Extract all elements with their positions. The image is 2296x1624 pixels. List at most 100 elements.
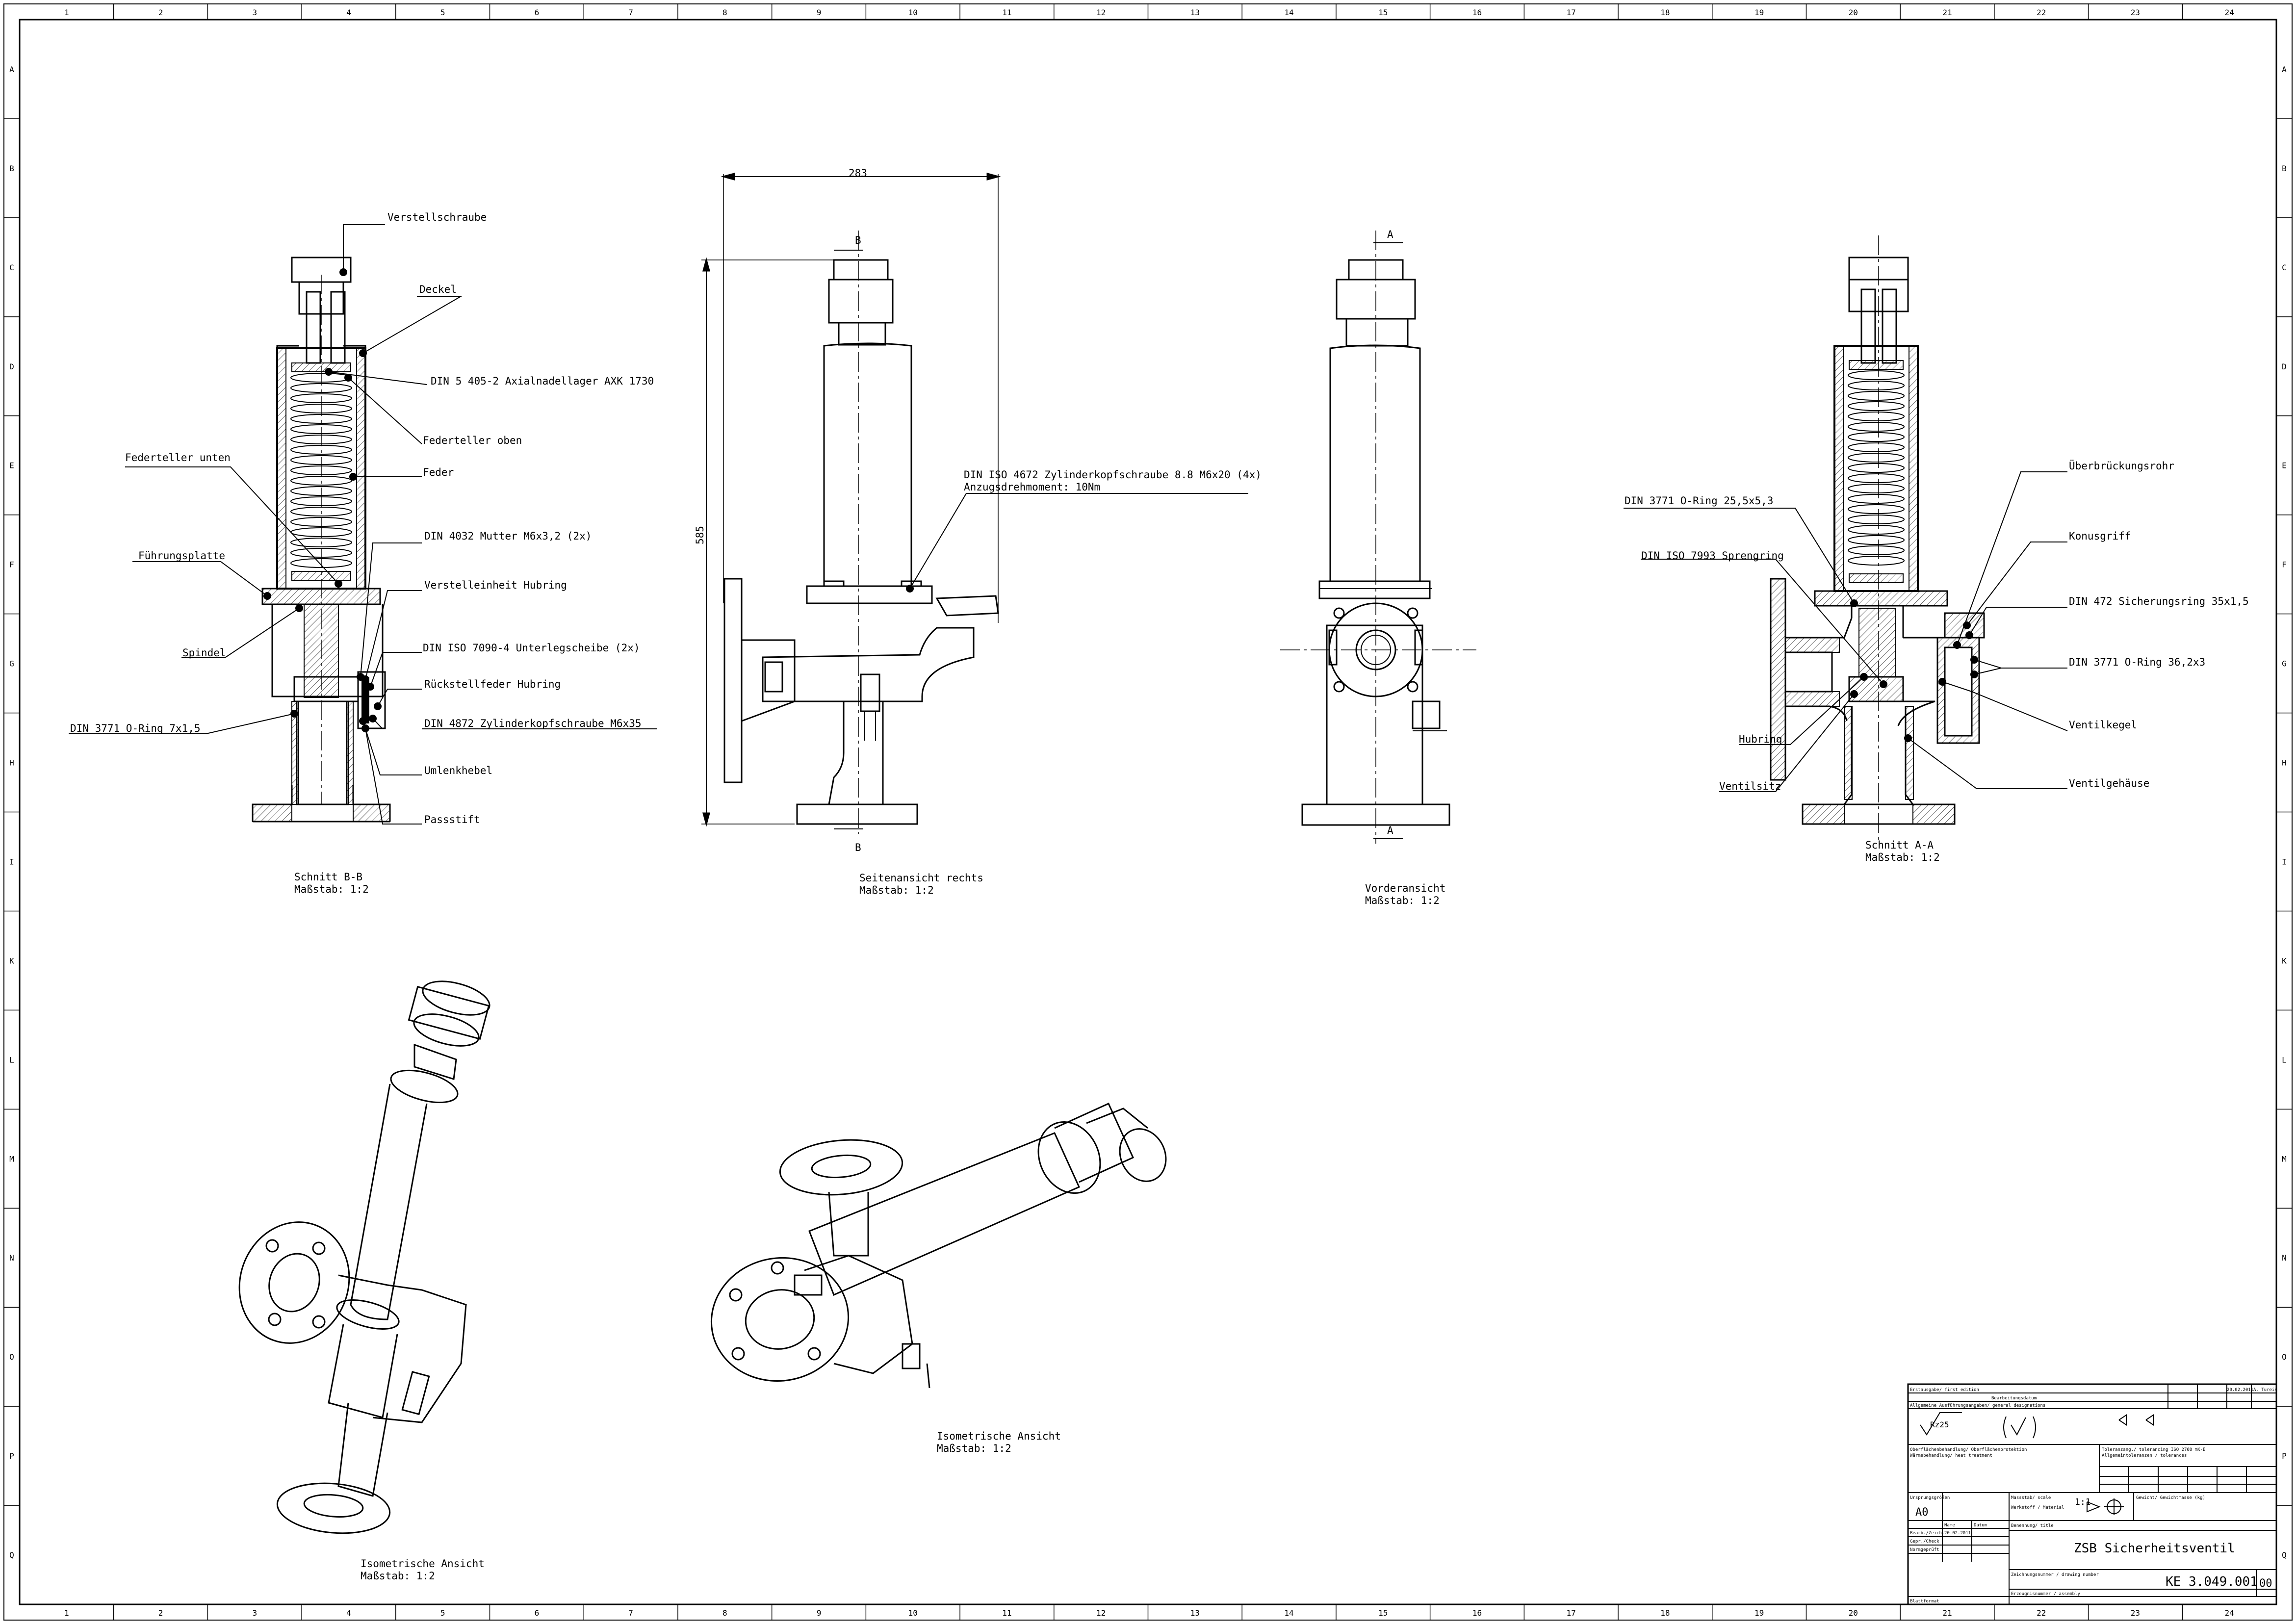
zone-row-right-P: P	[2282, 1451, 2287, 1461]
label-unterlegscheibe: DIN ISO 7090-4 Unterlegscheibe (2x)	[423, 642, 640, 654]
tb-material-label: Werkstoff / Material	[2011, 1505, 2064, 1510]
tb-tolerancing: Toleranzang./ tolerancing ISO 2768 mK-E	[2102, 1447, 2205, 1452]
zone-col-bottom-11: 11	[1002, 1608, 1011, 1618]
tb-ursprungsgroessen: Ursprungsgrößen	[1910, 1495, 1950, 1500]
zone-col-bottom-23: 23	[2131, 1608, 2140, 1618]
zone-col-top-24: 24	[2225, 8, 2234, 17]
label-federteller-unten: Federteller unten	[125, 452, 231, 464]
zone-col-bottom-21: 21	[1942, 1608, 1952, 1618]
tb-gepr: Gepr./Check	[1910, 1539, 1939, 1544]
spring-coil	[1848, 442, 1905, 452]
spring-coil	[1848, 422, 1905, 432]
label-o-ring-25: DIN 3771 O-Ring 25,5x5,3	[1625, 495, 1773, 507]
label-deckel: Deckel	[419, 284, 457, 295]
labels-bb: Verstellschraube Deckel DIN 5 405-2 Axia…	[70, 211, 654, 895]
spring-coil	[1848, 370, 1905, 380]
zone-col-bottom-16: 16	[1472, 1608, 1482, 1618]
spring-coil	[1848, 525, 1905, 535]
zone-row-left-C: C	[9, 263, 14, 272]
side-view	[701, 173, 1001, 834]
zone-col-bottom-10: 10	[908, 1608, 918, 1618]
tb-drawing-number-label: Zeichnungsnummer / drawing number	[2011, 1572, 2099, 1577]
zone-row-right-E: E	[2282, 461, 2287, 470]
zone-col-bottom-7: 7	[628, 1608, 633, 1618]
zone-row-right-G: G	[2282, 659, 2287, 669]
leaders-bb	[69, 224, 657, 825]
tb-assembly-label: Erzeugnisnummer / assembly	[2011, 1592, 2080, 1597]
label-zylinderkopfschraube: DIN 4872 Zylinderkopfschraube M6x35	[424, 718, 642, 729]
zone-row-right-B: B	[2282, 164, 2287, 173]
zone-col-bottom-14: 14	[1284, 1608, 1293, 1618]
tb-weight-label: Gewicht/ Gewichtmasse (kg)	[2136, 1495, 2205, 1500]
tb-date-col: Datum	[1974, 1523, 1987, 1528]
zone-row-left-I: I	[9, 857, 14, 866]
label-konusgriff: Konusgriff	[2069, 530, 2131, 542]
zone-col-bottom-15: 15	[1378, 1608, 1388, 1618]
view-title-side: Seitenansicht rechts	[859, 872, 983, 884]
zone-col-bottom-24: 24	[2225, 1608, 2234, 1618]
label-rueckstellfeder: Rückstellfeder Hubring	[424, 678, 561, 690]
zone-col-top-13: 13	[1190, 8, 1200, 17]
zone-row-left-G: G	[9, 659, 14, 669]
label-sprengring: DIN ISO 7993 Sprengring	[1641, 550, 1784, 562]
tb-bearbeitungsdatum: Bearbeitungsdatum	[1991, 1396, 2037, 1401]
zone-row-right-D: D	[2282, 362, 2287, 371]
tb-bearb: Bearb./Zeich.	[1910, 1531, 1944, 1536]
labels-side: 283 585 B B DIN ISO 4672 Zylinderkopfsch…	[694, 167, 1262, 896]
labels-aa: DIN 3771 O-Ring 25,5x5,3 DIN ISO 7993 Sp…	[1625, 460, 2249, 863]
spring-coil	[1848, 545, 1905, 555]
leaders-aa	[1624, 471, 2068, 792]
zone-row-right-L: L	[2282, 1055, 2287, 1064]
zone-row-right-H: H	[2282, 758, 2287, 768]
zone-row-left-D: D	[9, 362, 14, 371]
zone-row-left-E: E	[9, 461, 14, 470]
leaders-side	[906, 493, 1248, 593]
zone-row-left-M: M	[9, 1154, 14, 1163]
tb-format: A0	[1915, 1506, 1929, 1519]
zone-row-right-A: A	[2282, 65, 2287, 74]
zone-row-left-L: L	[9, 1055, 14, 1064]
label-verstellschraube: Verstellschraube	[387, 211, 487, 223]
view-title-aa: Schnitt A-A	[1865, 839, 1934, 851]
view-scale-iso2: Maßstab: 1:2	[937, 1443, 1011, 1454]
zone-row-right-N: N	[2282, 1253, 2287, 1263]
label-feder: Feder	[423, 466, 454, 478]
zone-col-top-18: 18	[1660, 8, 1670, 17]
view-scale-front: Maßstab: 1:2	[1365, 895, 1440, 906]
title-block: Erstausgabe/ first edition Bearbeitungsd…	[1907, 1383, 2277, 1605]
zone-col-top-4: 4	[346, 8, 351, 17]
spring-coil	[1848, 391, 1905, 401]
tb-first-edition: Erstausgabe/ first edition	[1910, 1388, 1979, 1392]
zone-col-top-16: 16	[1472, 8, 1482, 17]
label-verstelleinheit: Verstelleinheit Hubring	[424, 579, 567, 591]
label-federteller-oben: Federteller oben	[423, 435, 522, 446]
label-passstift: Passstift	[424, 814, 480, 825]
zone-row-left-A: A	[9, 65, 14, 74]
spring-coil	[290, 538, 352, 547]
tb-author: A. Tureis	[2253, 1388, 2277, 1392]
dim-height-585: 585	[694, 526, 706, 544]
note-screw: DIN ISO 4672 Zylinderkopfschraube 8.8 M6…	[964, 469, 1262, 481]
tb-roughness: Rz25	[1930, 1420, 1949, 1429]
zone-row-right-K: K	[2282, 956, 2287, 965]
dim-width-283: 283	[849, 167, 867, 179]
zone-col-top-15: 15	[1378, 8, 1388, 17]
label-axialnadellager: DIN 5 405-2 Axialnadellager AXK 1730	[431, 375, 654, 387]
zone-col-top-6: 6	[535, 8, 540, 17]
spring-coil	[1848, 556, 1905, 566]
spring-coil	[1848, 401, 1905, 411]
view-title-front: Vorderansicht	[1365, 882, 1445, 894]
zone-col-bottom-1: 1	[64, 1608, 69, 1618]
zone-row-right-I: I	[2282, 857, 2287, 866]
isometric-view-2	[710, 1103, 1167, 1389]
labels-iso2: Isometrische Ansicht Maßstab: 1:2	[937, 1430, 1061, 1454]
section-mark-b-bottom: B	[855, 842, 861, 853]
section-mark-b-top: B	[855, 234, 861, 246]
spring-coil	[1848, 381, 1905, 390]
zone-col-top-19: 19	[1754, 8, 1764, 17]
spring-coil	[1848, 473, 1905, 483]
view-title-bb: Schnitt B-B	[294, 871, 362, 883]
tb-date-2: 20.02.2011	[1944, 1531, 1971, 1536]
zone-row-left-Q: Q	[9, 1550, 14, 1560]
zone-row-left-N: N	[9, 1253, 14, 1263]
